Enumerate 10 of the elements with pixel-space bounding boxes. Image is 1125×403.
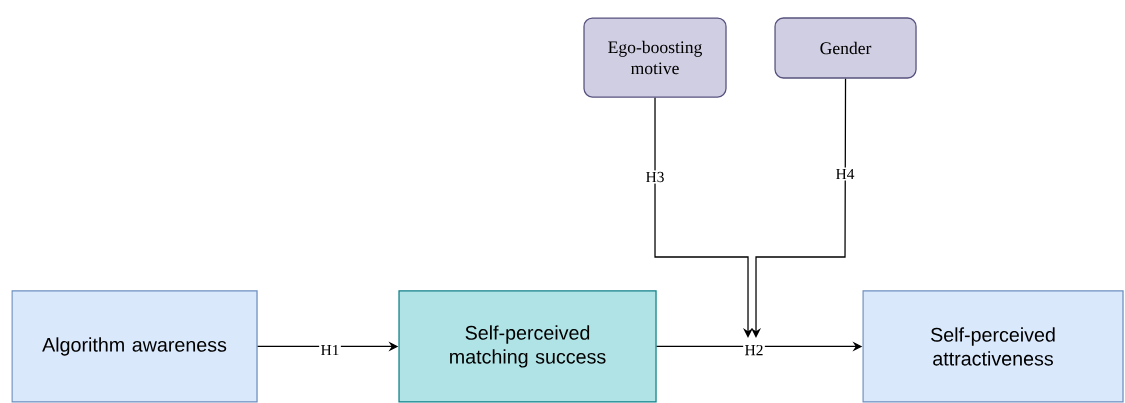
variable-box: Ego-boosting motive	[583, 17, 727, 98]
variable-box: Algorithm awareness	[11, 290, 258, 403]
edge-label: H4	[834, 167, 856, 181]
edge-label: H3	[644, 170, 666, 184]
arrow	[654, 97, 753, 338]
variable-box: Self-perceived attractiveness	[862, 290, 1124, 403]
variable-box: Gender	[774, 17, 917, 79]
variable-box: Self-perceived matching success	[398, 290, 657, 403]
edge-label: H1	[319, 343, 341, 357]
edge-label: H2	[743, 343, 765, 357]
